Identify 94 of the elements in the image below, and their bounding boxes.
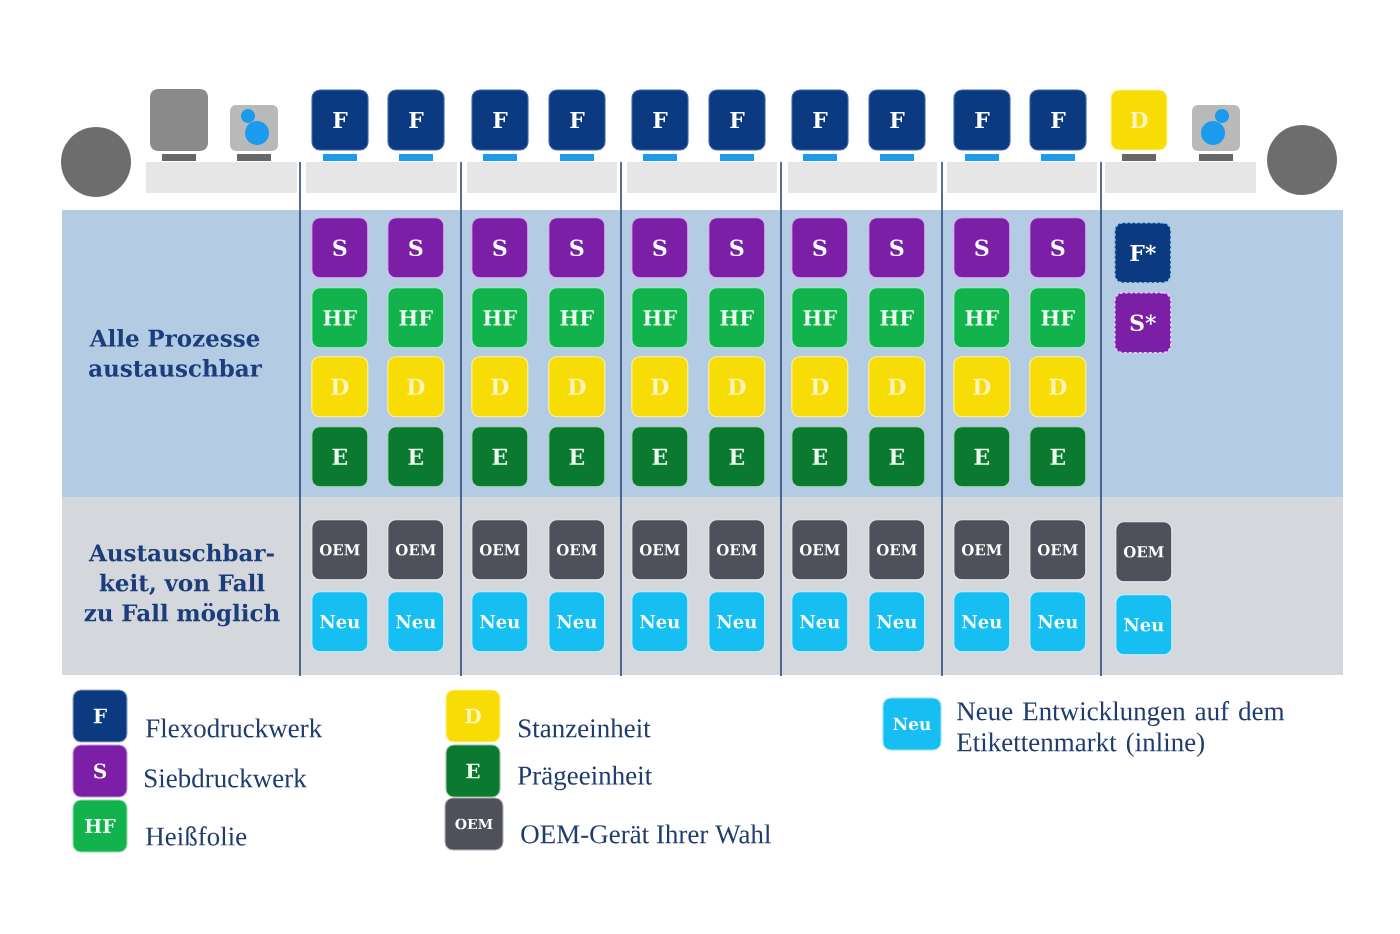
module-box: S <box>953 217 1011 279</box>
module-box: E <box>631 426 689 488</box>
module-box: HF <box>868 287 926 349</box>
module-box: OEM <box>548 519 606 581</box>
legend-label: OEM-Gerät Ihrer Wahl <box>521 824 771 844</box>
module-box: F <box>1029 89 1087 151</box>
legend-label: Siebdruckwerk <box>145 768 307 788</box>
module-box: Neu <box>1029 591 1087 653</box>
module-box: S <box>387 217 445 279</box>
module-box <box>150 89 208 151</box>
module-box: HF <box>471 287 529 349</box>
module-box: HF <box>708 287 766 349</box>
module-box: S <box>548 217 606 279</box>
module-box: Neu <box>631 591 689 653</box>
module-box: Neu <box>708 591 766 653</box>
module-box: F <box>708 89 766 151</box>
module-box: OEM <box>953 519 1011 581</box>
module-box: D <box>471 356 529 418</box>
module-box: Neu <box>548 591 606 653</box>
module-box: S <box>311 217 369 279</box>
module-box: S <box>868 217 926 279</box>
module-box: S <box>708 217 766 279</box>
module-box: Neu <box>1115 594 1173 656</box>
legend-label: Stanzeinheit <box>519 718 651 738</box>
module-box: F <box>953 89 1011 151</box>
module-box: HF <box>953 287 1011 349</box>
module-box: E <box>791 426 849 488</box>
module-box: F <box>548 89 606 151</box>
module-box: Neu <box>471 591 529 653</box>
platform-bar <box>1105 162 1256 193</box>
module-box: E <box>387 426 445 488</box>
module-box: S <box>631 217 689 279</box>
module-box: E <box>311 426 369 488</box>
module-box: OEM <box>311 519 369 581</box>
dots-icon <box>230 105 278 151</box>
module-box: OEM <box>1115 521 1173 583</box>
module-box: Neu <box>868 591 926 653</box>
module-box: HF <box>791 287 849 349</box>
module-box: E <box>471 426 529 488</box>
module-box: F <box>471 89 529 151</box>
module-box: Neu <box>387 591 445 653</box>
module-box: S <box>1029 217 1087 279</box>
module-box: S <box>791 217 849 279</box>
module-box: D <box>708 356 766 418</box>
module-box: Neu <box>311 591 369 653</box>
module-box: D <box>548 356 606 418</box>
dashed-box: S* <box>1114 292 1172 354</box>
module-box: E <box>548 426 606 488</box>
module-box: E <box>708 426 766 488</box>
module-box: F <box>791 89 849 151</box>
module-box: F <box>868 89 926 151</box>
module-box: HF <box>1029 287 1087 349</box>
module-box: D <box>1029 356 1087 418</box>
module-box: OEM <box>791 519 849 581</box>
module-box: HF <box>387 287 445 349</box>
module-box: E <box>1029 426 1087 488</box>
dashed-box: F* <box>1114 222 1172 284</box>
module-box: S <box>471 217 529 279</box>
module-box: F <box>631 89 689 151</box>
dots-icon <box>1192 105 1240 151</box>
module-box: E <box>953 426 1011 488</box>
module-box: Neu <box>953 591 1011 653</box>
legend-label: Flexodruckwerk <box>146 718 323 738</box>
module-box: HF <box>631 287 689 349</box>
module-box: D <box>791 356 849 418</box>
module-box: D <box>387 356 445 418</box>
platform-bar <box>306 162 457 193</box>
platform-bar <box>467 162 617 193</box>
module-box: F <box>311 89 369 151</box>
platform-bar <box>947 162 1097 193</box>
legend-label: Prägeeinheit <box>518 765 652 791</box>
legend-label: Neue Entwicklungen auf dem Etikettenmarkt (inline) <box>957 701 1285 757</box>
module-box: F <box>387 89 445 151</box>
module-box: Neu <box>791 591 849 653</box>
module-box: OEM <box>1029 519 1087 581</box>
platform-bar <box>627 162 777 193</box>
module-box: D <box>631 356 689 418</box>
module-box: OEM <box>631 519 689 581</box>
roll-circle <box>1267 125 1337 195</box>
module-box: E <box>868 426 926 488</box>
module-box: HF <box>311 287 369 349</box>
module-box: OEM <box>471 519 529 581</box>
module-box: OEM <box>868 519 926 581</box>
module-box: HF <box>548 287 606 349</box>
platform-bar <box>146 162 297 193</box>
module-box: D <box>311 356 369 418</box>
module-box: D <box>953 356 1011 418</box>
module-box: OEM <box>387 519 445 581</box>
legend-label: Heißfolie <box>146 826 247 846</box>
module-box: OEM <box>708 519 766 581</box>
roll-circle <box>61 127 131 197</box>
module-box: D <box>868 356 926 418</box>
module-box: D <box>1110 89 1168 151</box>
platform-bar <box>788 162 937 193</box>
